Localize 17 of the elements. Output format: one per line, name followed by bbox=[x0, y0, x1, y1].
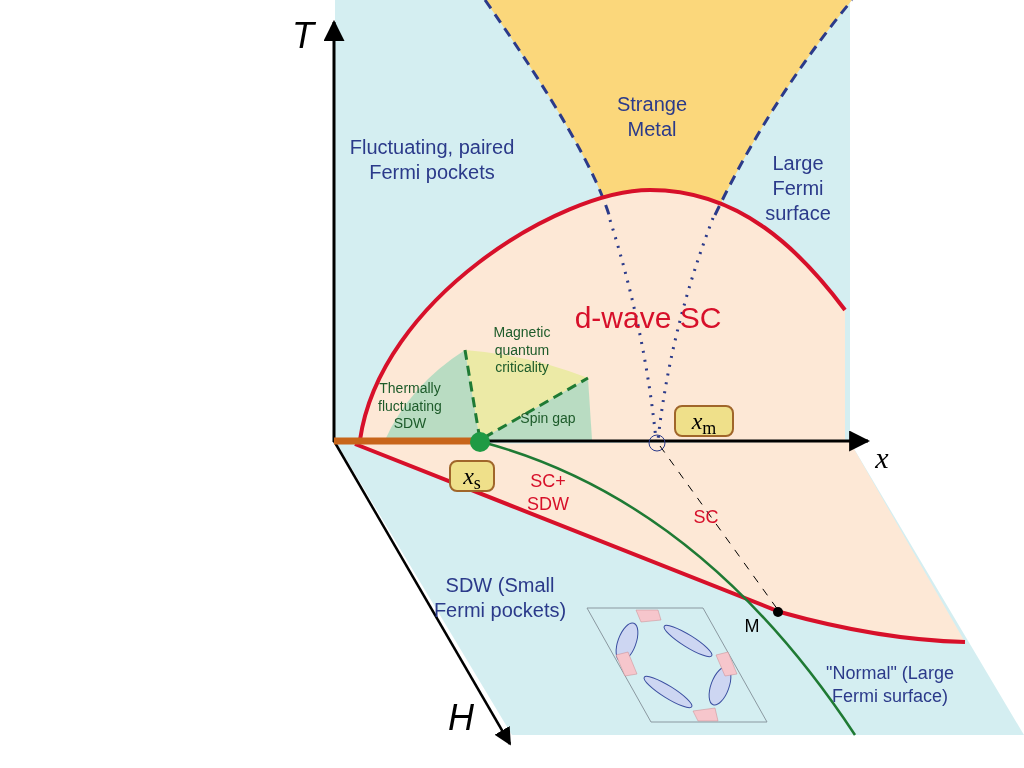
phase-label: Spin gap bbox=[519, 410, 577, 428]
phase-label: SDW (Small Fermi pockets) bbox=[432, 573, 568, 623]
axis-label: x bbox=[874, 440, 890, 476]
phase-label: Strange Metal bbox=[615, 92, 689, 142]
phase-label: Magnetic quantum criticality bbox=[492, 323, 552, 377]
phase-label: d-wave SC bbox=[573, 300, 723, 337]
phase-label: Fluctuating, paired Fermi pockets bbox=[348, 135, 516, 185]
phase-label: Large Fermi surface bbox=[764, 150, 832, 226]
phase-label: Thermally fluctuating SDW bbox=[377, 379, 443, 433]
phase-label: SC bbox=[692, 506, 720, 529]
axis-label: T bbox=[291, 16, 317, 56]
value-badge: x$_{s}$ bbox=[449, 460, 495, 492]
axis-label: H bbox=[447, 698, 475, 738]
value-badge: x$_{m}$ bbox=[674, 405, 734, 437]
phase-label: "Normal" (Large Fermi surface) bbox=[825, 661, 955, 707]
point-label: M bbox=[743, 615, 761, 638]
phase-label: SC+ SDW bbox=[526, 469, 570, 515]
